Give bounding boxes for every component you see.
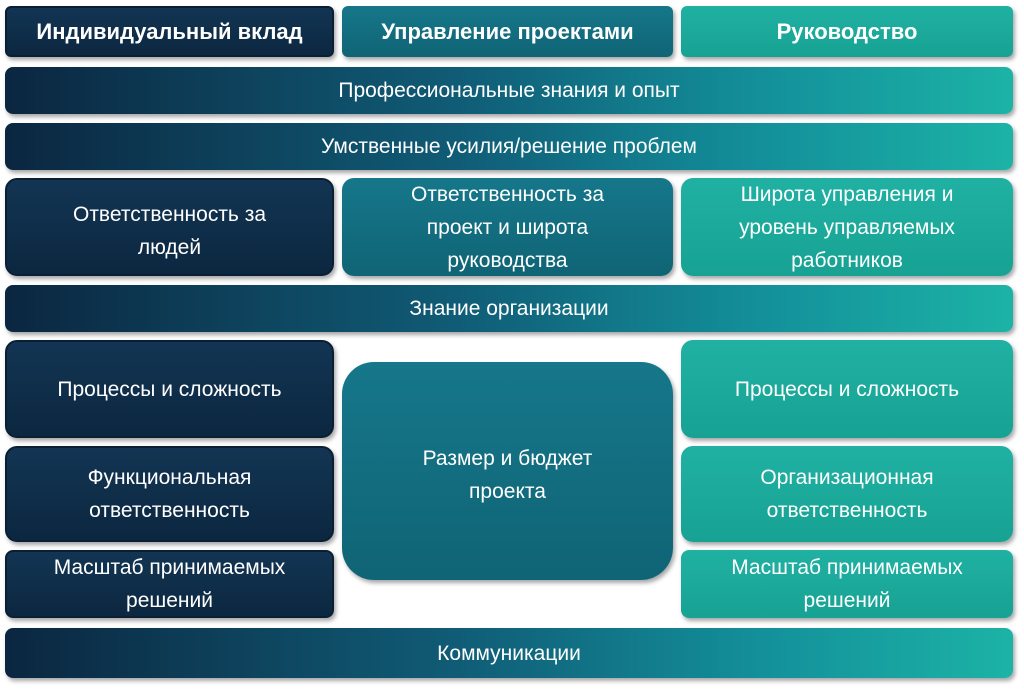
individual-decision-scale: Масштаб принимаемых решений bbox=[5, 550, 334, 618]
row-organization-knowledge: Знание организации bbox=[5, 285, 1013, 332]
project-size-budget: Размер и бюджет проекта bbox=[342, 362, 673, 580]
leadership-breadth: Широта управления и уровень управляемых … bbox=[681, 178, 1013, 276]
leadership-decision-scale: Масштаб принимаемых решений bbox=[681, 550, 1013, 618]
individual-processes-complexity: Процессы и сложность bbox=[5, 340, 334, 438]
leadership-org-responsibility: Организационная ответственность bbox=[681, 446, 1013, 542]
header-project-management: Управление проектами bbox=[342, 6, 673, 57]
individual-people-responsibility: Ответственность за людей bbox=[5, 178, 334, 276]
row-professional-knowledge: Профессиональные знания и опыт bbox=[5, 67, 1013, 114]
header-leadership: Руководство bbox=[681, 6, 1013, 57]
row-communications: Коммуникации bbox=[5, 628, 1013, 678]
header-individual-contribution: Индивидуальный вклад bbox=[5, 6, 334, 57]
leadership-processes-complexity: Процессы и сложность bbox=[681, 340, 1013, 438]
individual-functional-responsibility: Функциональная ответственность bbox=[5, 446, 334, 542]
project-responsibility: Ответственность за проект и широта руков… bbox=[342, 178, 673, 276]
row-mental-effort: Умственные усилия/решение проблем bbox=[5, 123, 1013, 170]
